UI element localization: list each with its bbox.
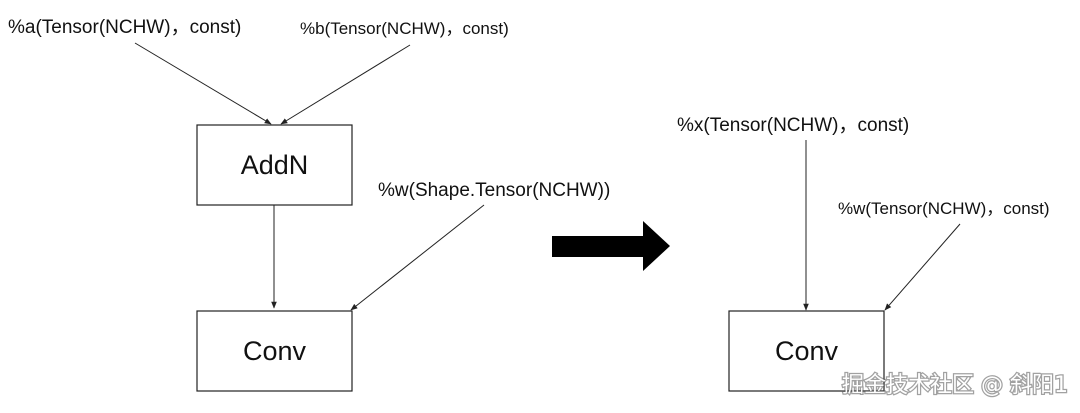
- transform-arrow-icon: [552, 221, 670, 271]
- weight-input-label-right: %w(Tensor(NCHW)，const): [838, 199, 1050, 218]
- addn-node: AddN: [196, 124, 353, 206]
- conv-node-right-label: Conv: [775, 336, 839, 366]
- conv-node-label: Conv: [243, 336, 307, 366]
- addn-node-label: AddN: [241, 150, 309, 180]
- watermark-text: 掘金技术社区 @ 斜阳1: [842, 373, 1068, 398]
- conv-node-left: Conv: [196, 310, 353, 392]
- edge-a-to-addn: [134, 42, 272, 125]
- watermark: 掘金技术社区 @ 斜阳1 掘金技术社区 @ 斜阳1: [841, 372, 1069, 400]
- watermark-shadow: 掘金技术社区 @ 斜阳1: [842, 373, 1068, 398]
- conv-node-right: Conv: [728, 310, 885, 392]
- input-b-label: %b(Tensor(NCHW)，const): [300, 19, 509, 38]
- right-graph: %x(Tensor(NCHW)，const) %w(Tensor(NCHW)，c…: [677, 115, 1050, 392]
- input-a-label: %a(Tensor(NCHW)，const): [8, 17, 241, 38]
- edge-w-to-conv-right: [884, 223, 961, 311]
- weight-input-label: %w(Shape.Tensor(NCHW)): [378, 180, 610, 201]
- left-graph: %a(Tensor(NCHW)，const) %b(Tensor(NCHW)，c…: [8, 17, 610, 392]
- edge-b-to-addn: [280, 44, 411, 125]
- input-x-label: %x(Tensor(NCHW)，const): [677, 115, 909, 136]
- edge-w-to-conv: [350, 204, 485, 311]
